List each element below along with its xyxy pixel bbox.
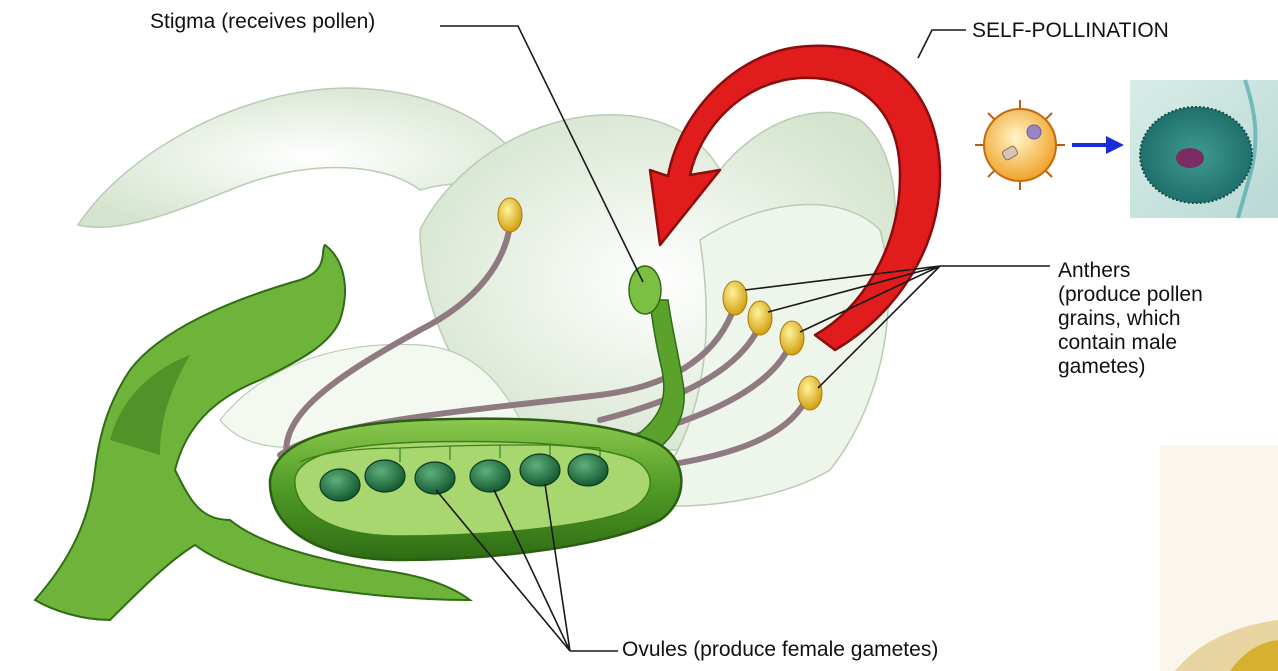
anther	[798, 376, 822, 410]
micrograph-image	[1130, 80, 1278, 218]
anther	[498, 198, 522, 232]
ovule	[320, 469, 360, 501]
anthers-label-line: contain male	[1058, 331, 1278, 355]
anthers-label-line: gametes)	[1058, 355, 1278, 379]
anthers-label: Anthers (produce pollen grains, which co…	[1058, 259, 1278, 379]
self-pollination-label: SELF-POLLINATION	[972, 19, 1169, 43]
ovule	[470, 460, 510, 492]
partial-illustration	[1160, 445, 1278, 671]
blue-arrow-icon	[1072, 136, 1124, 154]
anther	[723, 281, 747, 315]
ovule	[520, 454, 560, 486]
ovule	[415, 462, 455, 494]
pollen-grain-icon	[975, 100, 1065, 190]
stigma-label: Stigma (receives pollen)	[150, 10, 375, 34]
stigma	[629, 266, 661, 314]
anther	[748, 301, 772, 335]
ovule	[365, 460, 405, 492]
ovule	[568, 454, 608, 486]
anther	[780, 321, 804, 355]
ovules-label: Ovules (produce female gametes)	[622, 638, 938, 662]
anthers-label-line: Anthers	[1058, 259, 1278, 283]
self-pollination-leader	[918, 30, 966, 58]
anthers-label-line: (produce pollen	[1058, 283, 1278, 307]
anthers-label-line: grains, which	[1058, 307, 1278, 331]
